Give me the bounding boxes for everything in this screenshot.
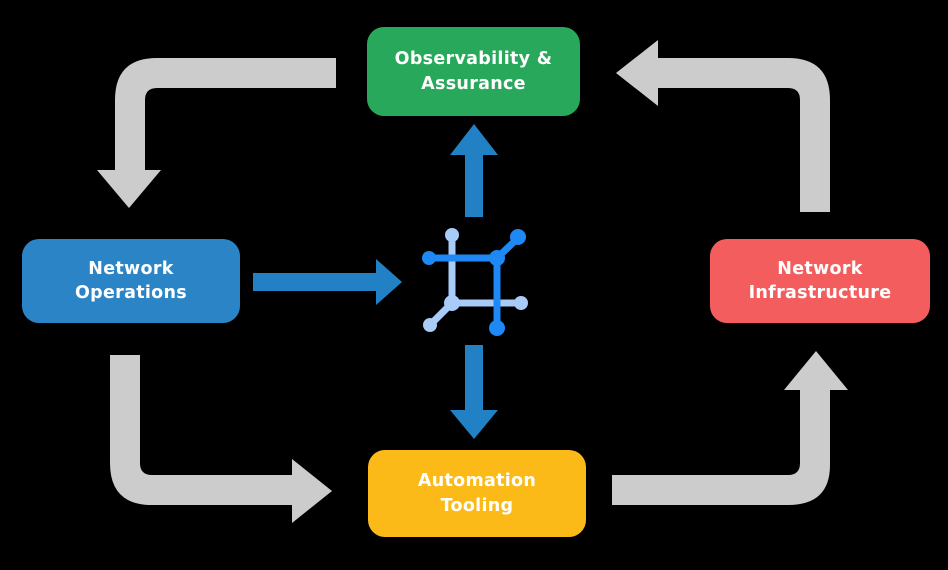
arrow-center-to-automation [450,345,498,439]
node-network-infrastructure: Network Infrastructure [710,239,930,323]
node-network-operations: Network Operations [22,239,240,323]
arrow-operations-to-center [253,259,402,305]
mesh-node-left [422,251,436,265]
mesh-node-bottom-left [423,318,437,332]
network-mesh-icon [422,228,528,336]
node-label-line: Assurance [421,73,526,94]
mesh-corner-bottom-left [444,295,460,311]
mesh-node-bottom [489,320,505,336]
node-label-line: Network [777,258,863,279]
mesh-node-top [445,228,459,242]
node-observability-assurance: Observability & Assurance [367,27,580,116]
arrow-center-to-observability [450,124,498,217]
arrow-automation-to-infrastructure [612,351,848,505]
node-label-line: Network [88,258,174,279]
mesh-node-right [514,296,528,310]
mesh-corner-top-right [489,250,505,266]
node-label-line: Infrastructure [748,283,892,303]
arrow-observability-to-operations [97,58,336,208]
node-label-line: Tooling [440,495,514,516]
node-label-line: Automation [417,471,537,492]
node-label-line: Observability & [394,49,553,70]
node-label-line: Operations [75,283,187,303]
arrow-operations-to-automation [110,355,332,523]
arrow-infrastructure-to-observability [616,40,830,212]
node-automation-tooling: Automation Tooling [368,450,586,537]
mesh-node-top-right [510,229,526,245]
